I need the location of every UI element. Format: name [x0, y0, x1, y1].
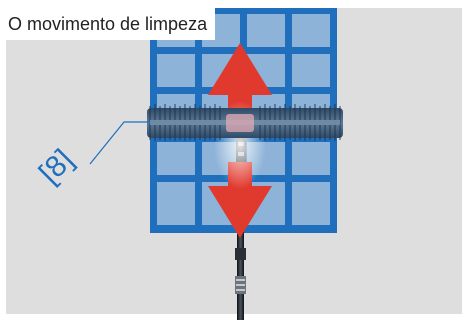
callout-leader-line	[89, 121, 150, 165]
brush-head	[147, 104, 343, 141]
up-arrow	[208, 43, 272, 122]
down-arrow	[208, 162, 272, 238]
figure-title: O movimento de limpeza	[0, 8, 216, 40]
